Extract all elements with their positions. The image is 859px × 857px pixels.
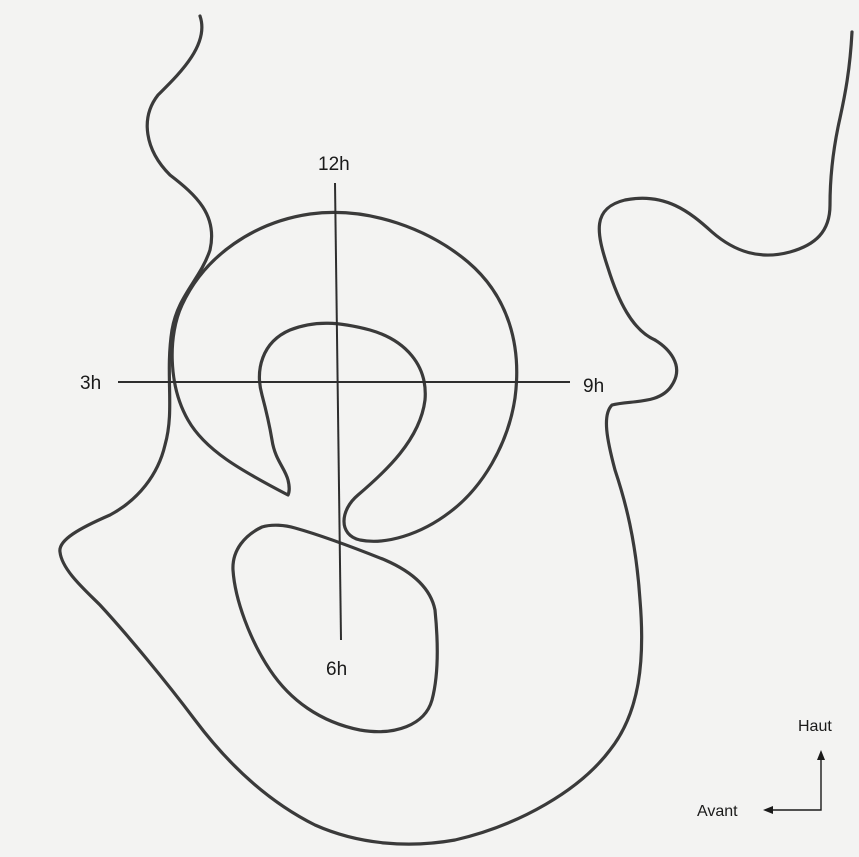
outer-contour-left [60,16,677,844]
vertical-axis [335,183,341,640]
label-3h: 3h [80,373,101,394]
concha-contour [233,525,437,731]
label-12h: 12h [318,154,350,175]
orientation-indicator: Haut Avant [697,718,832,820]
helix-contour [172,212,517,541]
label-avant: Avant [697,803,738,820]
up-arrow-head-icon [817,750,825,760]
label-haut: Haut [798,718,832,735]
left-arrow-head-icon [763,806,773,814]
outer-contour-right [599,32,852,340]
outer-contour [60,16,852,844]
orientation-arrow-line [770,758,821,810]
label-9h: 9h [583,376,604,397]
clock-axes [118,183,570,640]
label-6h: 6h [326,659,347,680]
